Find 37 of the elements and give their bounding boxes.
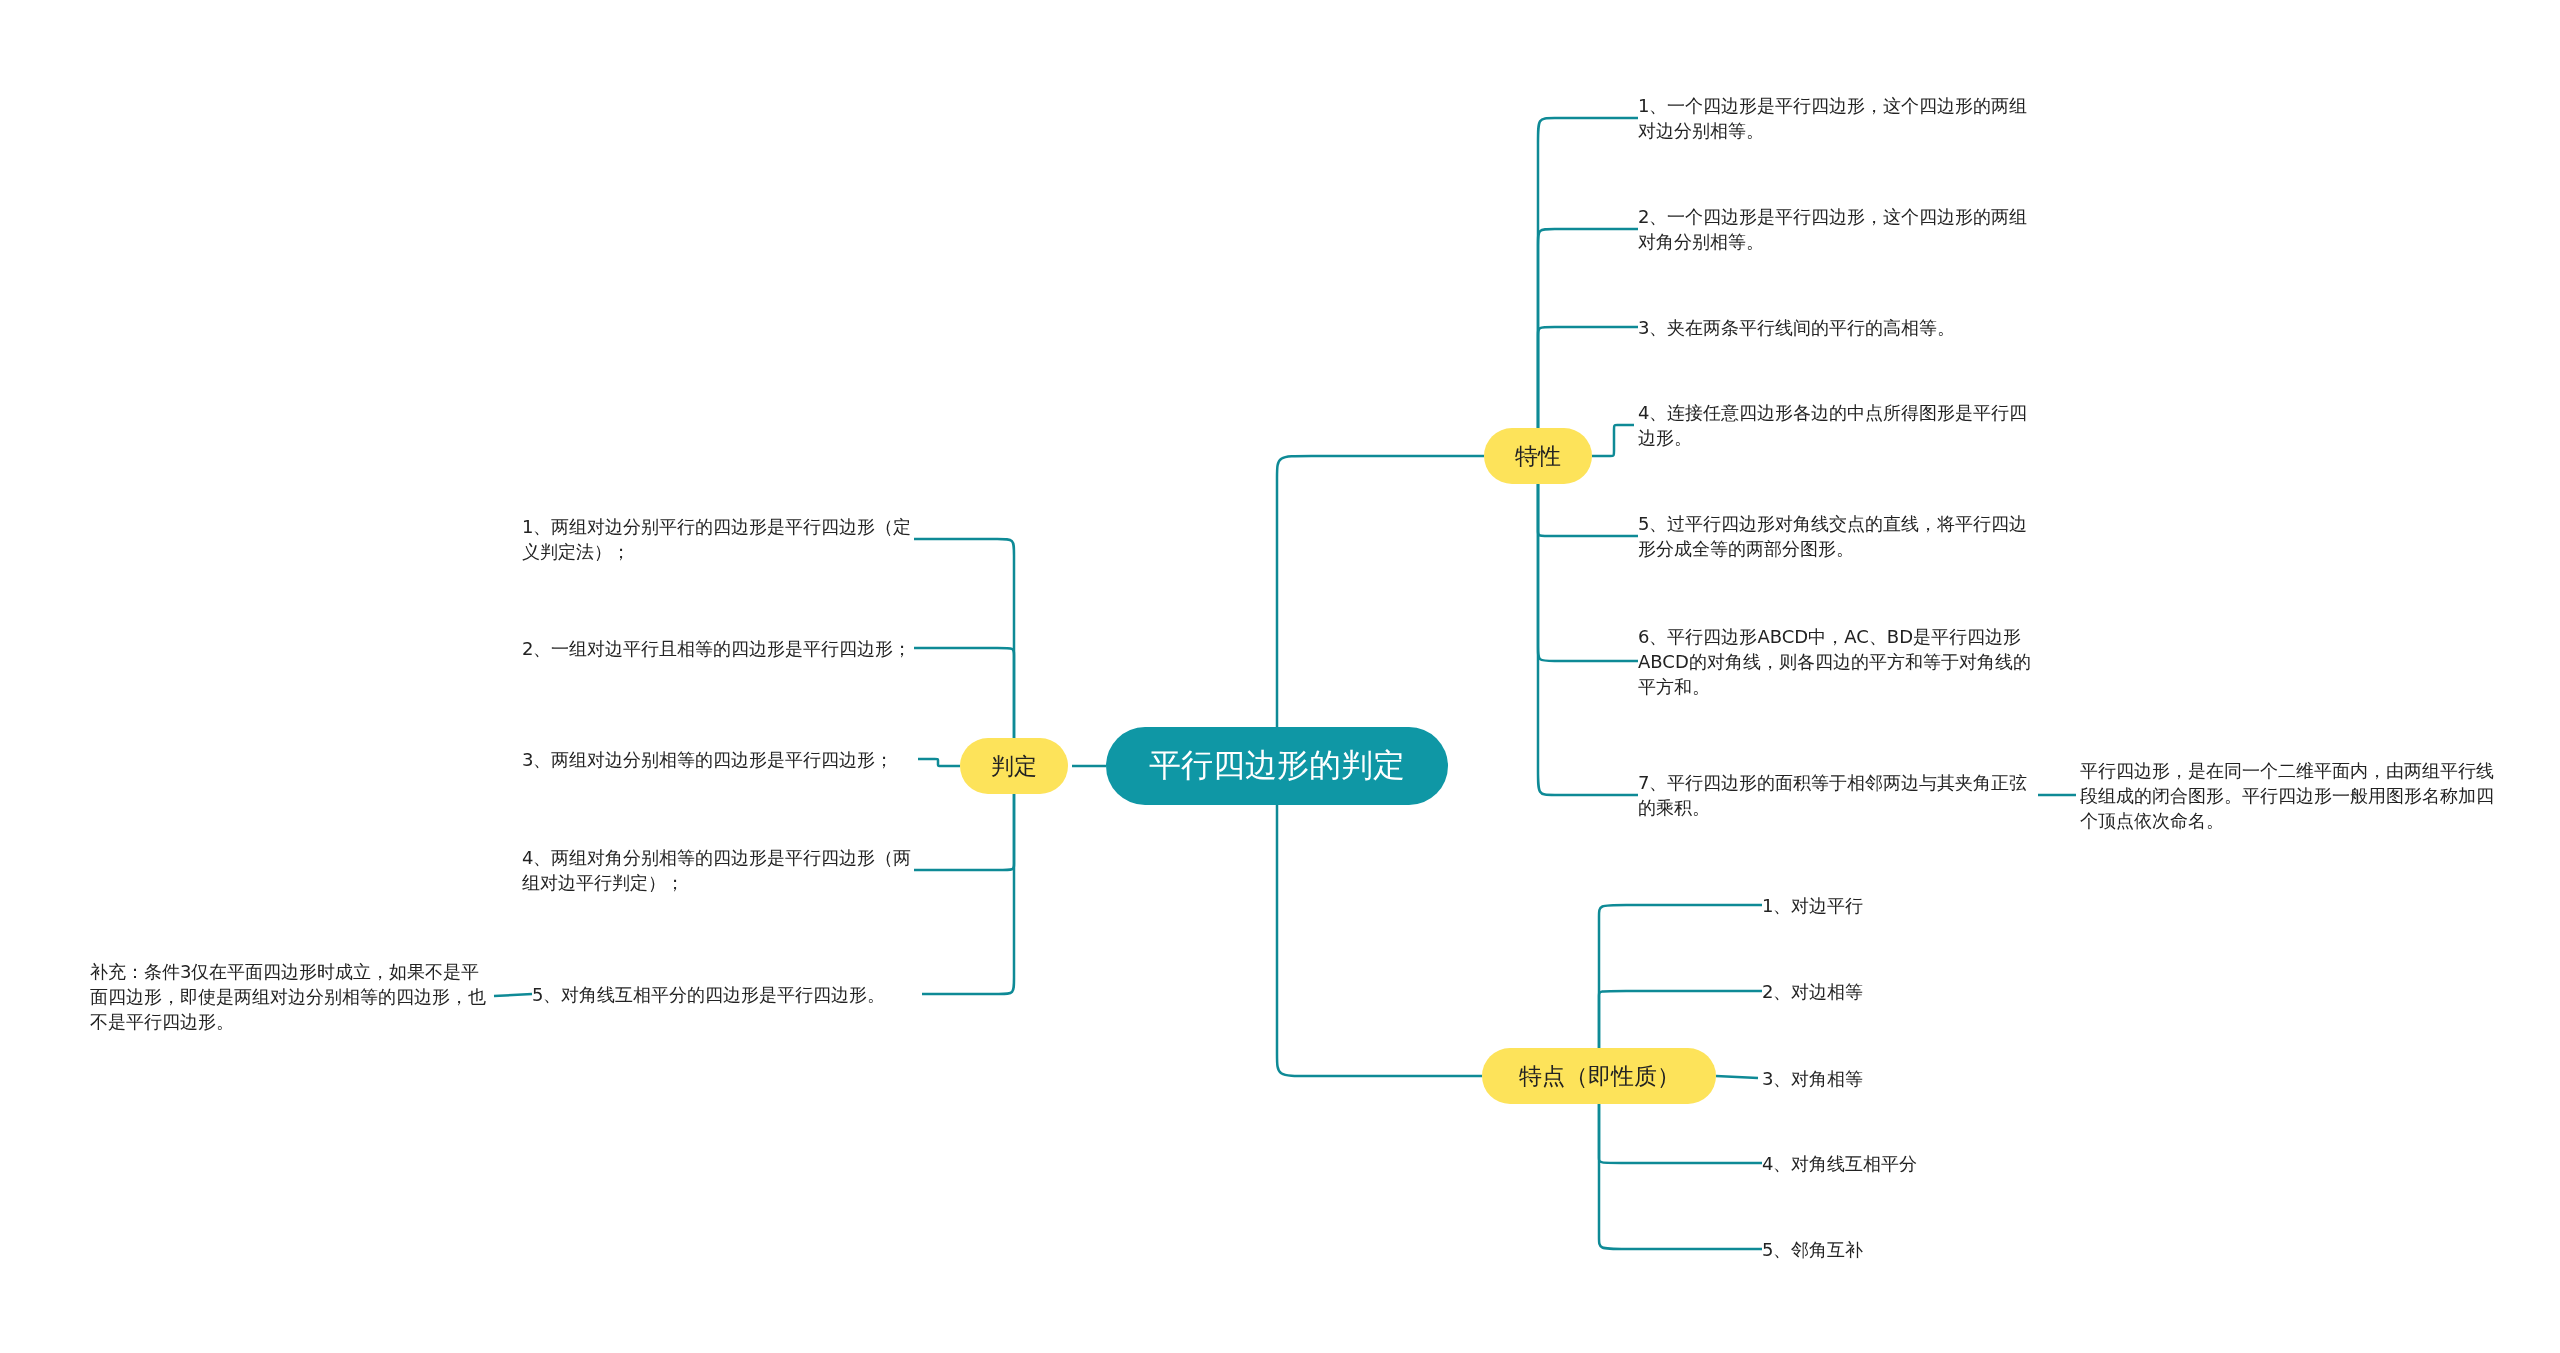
- topic-text: 3、两组对边分别相等的四边形是平行四边形；: [522, 746, 914, 772]
- branch-topic: 特性: [1484, 428, 1592, 484]
- connector-line: [922, 794, 1016, 996]
- topic-text: 7、平行四边形的面积等于相邻两边与其夹角正弦的乘积。: [1638, 770, 2038, 820]
- topic-text: 2、一组对边平行且相等的四边形是平行四边形；: [522, 635, 914, 661]
- connector-line: [493, 992, 533, 998]
- topic-text: 1、一个四边形是平行四边形，这个四边形的两组对边分别相等。: [1638, 93, 2038, 143]
- connector-line: [914, 646, 1016, 738]
- connector-line: [1597, 989, 1762, 1048]
- topic-text: 5、邻角互补: [1762, 1236, 2002, 1262]
- branch-topic: 特点（即性质）: [1482, 1048, 1716, 1104]
- topic-text: 4、连接任意四边形各边的中点所得图形是平行四边形。: [1638, 400, 2038, 450]
- connector-line: [1715, 1074, 1759, 1080]
- topic-text: 5、过平行四边形对角线交点的直线，将平行四边形分成全等的两部分图形。: [1638, 511, 2038, 561]
- central-topic: 平行四边形的判定: [1106, 727, 1448, 805]
- topic-text: 5、对角线互相平分的四边形是平行四边形。: [532, 981, 922, 1007]
- connector-line: [2038, 793, 2076, 797]
- connector-line: [1592, 423, 1634, 458]
- topic-text: 3、夹在两条平行线间的平行的高相等。: [1638, 314, 2038, 340]
- topic-text: 6、平行四边形ABCD中，AC、BD是平行四边形ABCD的对角线，则各四边的平方和等于对角线的平方和。: [1638, 623, 2038, 699]
- topic-text: 4、对角线互相平分: [1762, 1150, 2002, 1176]
- topic-text: 平行四边形，是在同一个二维平面内，由两组平行线段组成的闭合图形。平行四边形一般用图形名称加四个顶点依次命名。: [2080, 757, 2510, 833]
- connector-line: [1536, 484, 1638, 797]
- connector-line: [1275, 805, 1482, 1078]
- connector-line: [1072, 764, 1106, 768]
- topic-text: 2、对边相等: [1762, 978, 2002, 1004]
- topic-text: 1、两组对边分别平行的四边形是平行四边形（定义判定法）；: [522, 514, 914, 564]
- connector-line: [918, 757, 960, 768]
- topic-text: 4、两组对角分别相等的四边形是平行四边形（两组对边平行判定）；: [522, 845, 914, 895]
- topic-text: 3、对角相等: [1762, 1065, 2002, 1091]
- connector-line: [1597, 1104, 1762, 1251]
- connector-line: [1536, 325, 1638, 428]
- topic-text: 1、对边平行: [1762, 892, 2002, 918]
- connector-line: [1275, 454, 1484, 727]
- branch-topic: 判定: [960, 738, 1068, 794]
- topic-text: 补充：条件3仅在平面四边形时成立，如果不是平面四边形，即使是两组对边分别相等的四边形，也不是平行四边形。: [90, 958, 490, 1034]
- topic-text: 2、一个四边形是平行四边形，这个四边形的两组对角分别相等。: [1638, 204, 2038, 254]
